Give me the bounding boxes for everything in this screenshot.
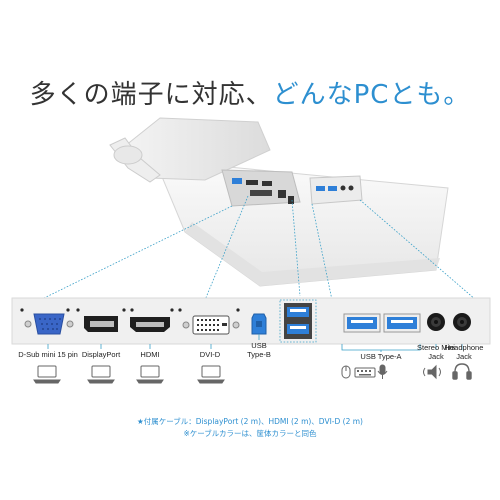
headphone-jack [453, 313, 471, 331]
label-dsub: D-Sub mini 15 pin [18, 350, 78, 359]
speaker-icon [423, 364, 441, 380]
hdmi-port [130, 317, 170, 332]
label-displayport: DisplayPort [81, 350, 121, 359]
laptop-icon [87, 365, 115, 384]
label-usb-a: USB Type-A [360, 352, 402, 361]
displayport-port [84, 316, 118, 332]
label-hdmi: HDMI [140, 350, 160, 359]
usb-b-port [251, 313, 267, 335]
headline-part1: 多くの端子に対応、 [29, 80, 273, 110]
microphone-icon [377, 364, 388, 379]
label-stereo-1: Stereo Mini [417, 343, 455, 352]
label-usb-b-1: USB [251, 341, 267, 350]
laptop-icon [197, 365, 225, 384]
keyboard-icon [354, 367, 376, 378]
label-usb-b-2: Type-B [247, 350, 271, 359]
footnote-cables: ★付属ケーブル：DisplayPort (2 m)、HDMI (2 m)、DVI… [137, 417, 363, 426]
label-dvid: DVI-D [199, 350, 221, 359]
label-headphone-1: Headphone [444, 343, 484, 352]
usb-a-front [343, 313, 421, 333]
stereo-jack [427, 313, 445, 331]
headphones-icon [452, 363, 472, 380]
headline-part2: どんなPCとも。 [272, 80, 471, 110]
dvi-port [182, 315, 240, 335]
mouse-icon [341, 365, 351, 379]
headline: 多くの端子に対応、どんなPCとも。 [0, 74, 500, 111]
label-headphone-2: Jack [456, 352, 472, 361]
label-stereo-2: Jack [428, 352, 444, 361]
footnote-color: ※ケーブルカラーは、筐体カラーと同色 [183, 429, 317, 438]
callout-lines [39, 195, 477, 301]
vga-port [24, 313, 74, 335]
laptop-icon [136, 365, 164, 384]
usb-a-upstream [284, 303, 312, 339]
laptop-icon [33, 365, 61, 384]
